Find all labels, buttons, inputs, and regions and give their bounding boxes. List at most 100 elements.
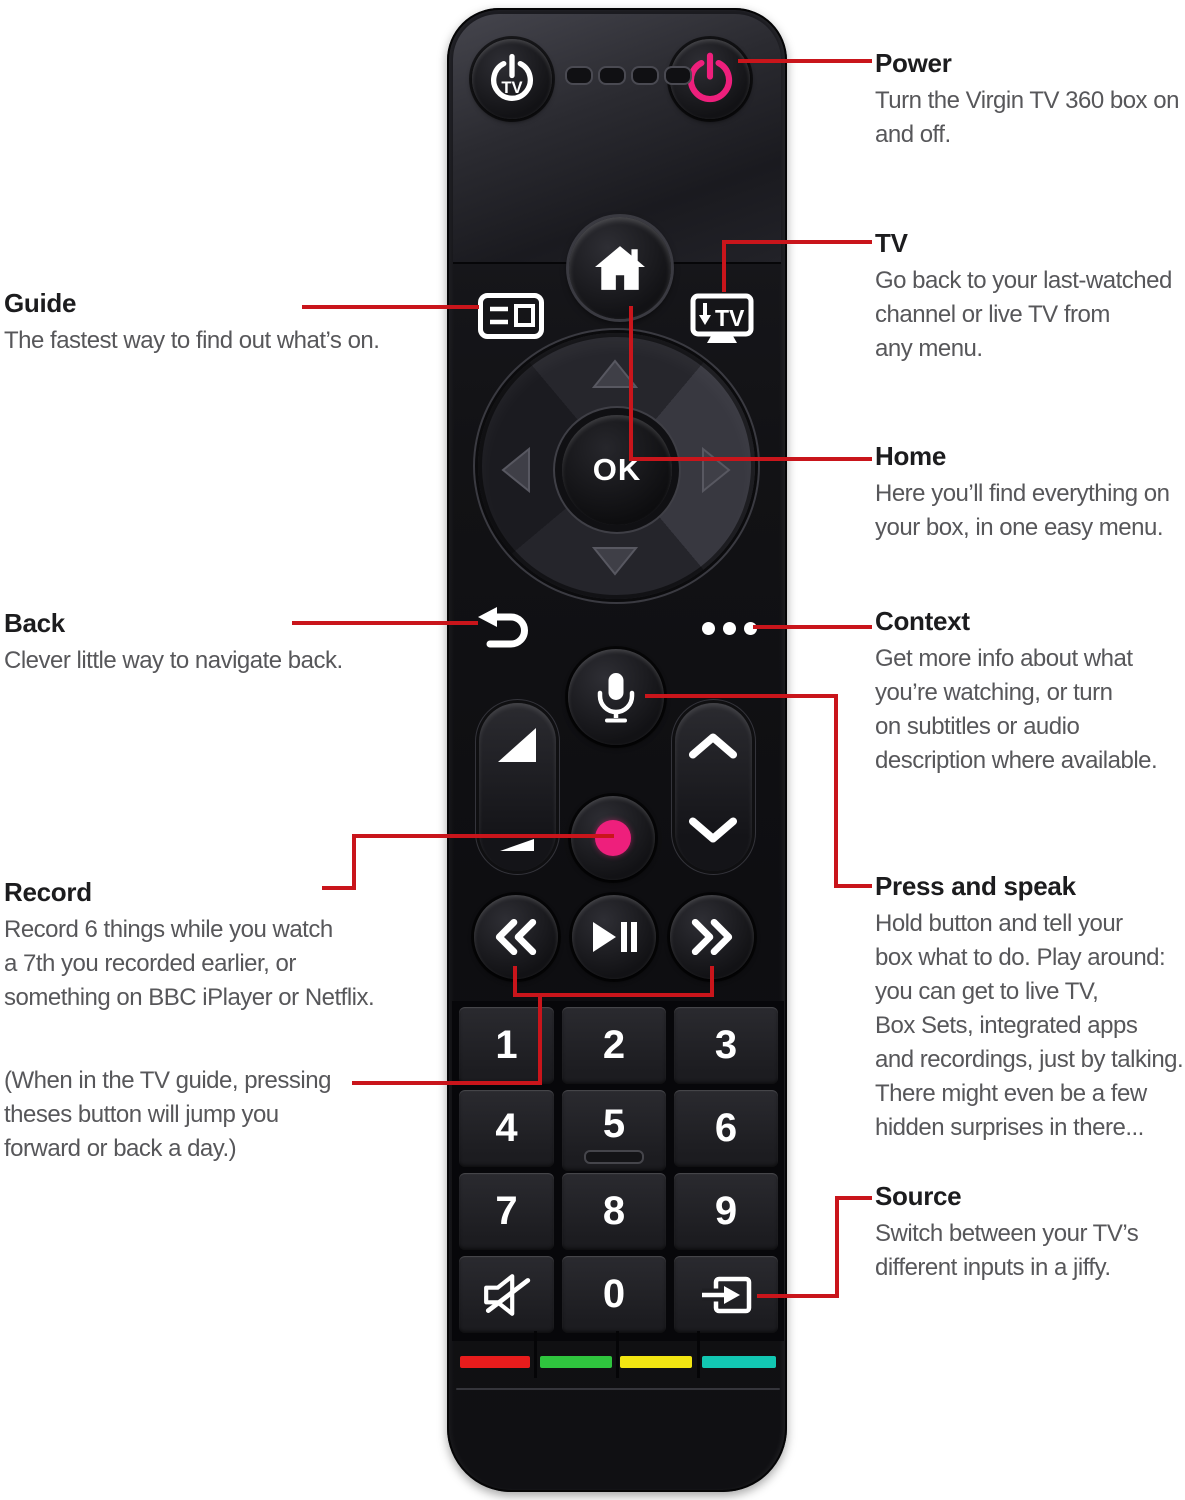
- key-label: 4: [495, 1106, 518, 1150]
- dpad-up-arrow[interactable]: [592, 359, 638, 389]
- home-icon: [595, 246, 645, 290]
- key-0[interactable]: 0: [562, 1256, 666, 1333]
- record-connector-v: [352, 834, 356, 890]
- context-dots-icon: [698, 622, 761, 639]
- key-8[interactable]: 8: [562, 1173, 666, 1250]
- annotation-title: TV: [875, 228, 908, 258]
- red-bar-button[interactable]: [460, 1356, 530, 1368]
- dpad-left-arrow[interactable]: [501, 447, 531, 493]
- annotation-record: Record Record 6 things while you watch a…: [4, 877, 375, 1015]
- key-4[interactable]: 4: [459, 1090, 554, 1167]
- tv-connector-v: [722, 240, 726, 292]
- annotation-body: Record 6 things while you watch a 7th yo…: [4, 916, 375, 1011]
- key-label: 6: [714, 1106, 738, 1150]
- key-label: 3: [714, 1023, 738, 1067]
- tv-connector-h: [722, 240, 872, 244]
- tv-icon: TV: [690, 293, 754, 343]
- mute-icon: [483, 1273, 530, 1316]
- volume-up-icon[interactable]: [497, 727, 537, 763]
- annotation-body: (When in the TV guide, pressing theses b…: [4, 1067, 331, 1162]
- dpad-right-arrow[interactable]: [701, 447, 731, 493]
- key-7[interactable]: 7: [459, 1173, 554, 1250]
- home-button[interactable]: [569, 217, 671, 319]
- skip-connector-v2: [710, 966, 714, 997]
- ir-led: [631, 66, 659, 85]
- volume-rocker[interactable]: [479, 703, 556, 871]
- key-label: 5: [602, 1101, 626, 1146]
- volume-down-icon[interactable]: [499, 838, 535, 852]
- cyan-bar-button[interactable]: [702, 1356, 776, 1368]
- home-connector-h: [629, 457, 872, 461]
- annotation-power: Power Turn the Virgin TV 360 box on and …: [875, 48, 1179, 152]
- annotation-title: Record: [4, 877, 92, 907]
- record-connector-h1: [352, 834, 614, 838]
- ir-led: [664, 66, 692, 85]
- mute-key[interactable]: [459, 1256, 554, 1333]
- bottom-seam: [456, 1388, 780, 1390]
- context-button[interactable]: [698, 622, 761, 640]
- annotation-context: Context Get more info about what you’re …: [875, 606, 1158, 778]
- key-3[interactable]: 3: [674, 1007, 778, 1084]
- record-button[interactable]: [571, 796, 655, 880]
- green-bar-button[interactable]: [540, 1356, 612, 1368]
- back-icon: [478, 607, 528, 648]
- key-label: 8: [602, 1189, 626, 1233]
- key-9[interactable]: 9: [674, 1173, 778, 1250]
- channel-rocker[interactable]: [675, 703, 752, 871]
- guide-connector: [302, 305, 479, 309]
- skip-connector-h: [513, 993, 714, 997]
- annotation-title: Press and speak: [875, 871, 1076, 901]
- mic-icon: [597, 673, 635, 723]
- ir-led: [598, 66, 626, 85]
- annotation-title: Guide: [4, 288, 77, 318]
- tv-power-button[interactable]: TV: [472, 39, 552, 119]
- key-6[interactable]: 6: [674, 1090, 778, 1167]
- rewind-button[interactable]: [474, 895, 558, 979]
- key-5[interactable]: 5: [562, 1090, 666, 1171]
- key-2[interactable]: 2: [562, 1007, 666, 1084]
- play-pause-icon: [593, 922, 637, 952]
- play-pause-button[interactable]: [572, 895, 656, 979]
- annotation-body: Switch between your TV’s different input…: [875, 1220, 1139, 1281]
- back-connector: [292, 621, 478, 625]
- ir-led-strip: [565, 66, 697, 90]
- back-button[interactable]: [477, 606, 535, 659]
- mic-connector-h2: [834, 884, 872, 888]
- rewind-icon: [495, 919, 537, 955]
- source-connector-h1: [757, 1294, 839, 1298]
- annotation-title: Back: [4, 608, 65, 638]
- yellow-bar-button[interactable]: [620, 1356, 692, 1368]
- channel-up-icon[interactable]: [688, 731, 738, 761]
- tv-power-label: TV: [501, 78, 522, 97]
- power-icon: [687, 52, 733, 103]
- bar-separator: [534, 1331, 537, 1378]
- annotation-home: Home Here you’ll find everything on your…: [875, 441, 1170, 545]
- source-icon: [702, 1276, 752, 1313]
- key-label: 0: [602, 1272, 626, 1316]
- source-connector-h2: [835, 1196, 872, 1200]
- ok-button[interactable]: OK: [562, 415, 672, 525]
- record-connector-h2: [322, 886, 356, 890]
- annotation-source: Source Switch between your TV’s differen…: [875, 1181, 1139, 1285]
- skip-connector-h2: [352, 1081, 542, 1085]
- power-button[interactable]: [670, 39, 750, 119]
- dpad-down-arrow[interactable]: [592, 546, 638, 576]
- tv-button[interactable]: TV: [690, 292, 754, 351]
- key-label: 9: [714, 1189, 738, 1233]
- annotation-title: Home: [875, 441, 947, 471]
- annotation-guide-note: (When in the TV guide, pressing theses b…: [4, 1064, 331, 1166]
- skip-connector-stem: [538, 993, 542, 1085]
- bar-separator: [616, 1331, 619, 1378]
- tv-button-label: TV: [715, 305, 745, 331]
- annotation-body: Go back to your last-watched channel or …: [875, 267, 1172, 362]
- annotation-body: Get more info about what you’re watching…: [875, 645, 1158, 774]
- key-label: 1: [495, 1023, 518, 1067]
- bar-separator: [697, 1331, 700, 1378]
- mic-connector-h1: [645, 694, 838, 698]
- annotation-body: The fastest way to find out what’s on.: [4, 327, 380, 354]
- key-label: 2: [602, 1023, 626, 1067]
- channel-down-icon[interactable]: [688, 815, 738, 845]
- forward-button[interactable]: [670, 895, 754, 979]
- guide-button[interactable]: [478, 293, 544, 344]
